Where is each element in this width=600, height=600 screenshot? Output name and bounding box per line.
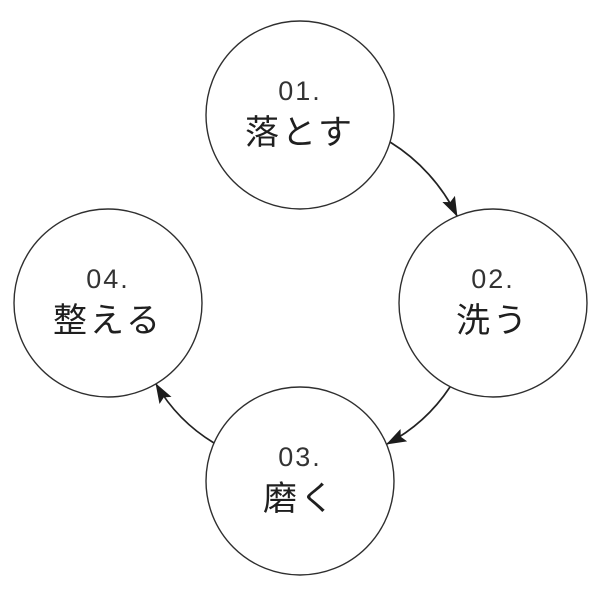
step-4-circle <box>13 208 203 398</box>
step-node-4: 04. 整える <box>13 208 203 398</box>
step-2-label: 洗う <box>456 302 530 340</box>
step-node-1: 01. 落とす <box>205 20 395 210</box>
arrow-step1-to-step2 <box>389 141 458 217</box>
step-2-number: 02. <box>471 264 515 294</box>
step-node-3: 03. 磨く <box>205 386 395 576</box>
step-1-number: 01. <box>278 76 322 106</box>
arrow-step3-to-step4 <box>155 383 215 444</box>
step-3-number: 03. <box>278 442 322 472</box>
step-3-label: 磨く <box>263 480 337 518</box>
step-1-label: 落とす <box>245 114 355 152</box>
arrow-step2-to-step3 <box>386 386 451 445</box>
step-4-label: 整える <box>53 302 163 340</box>
step-2-circle <box>398 208 588 398</box>
step-3-circle <box>205 386 395 576</box>
step-1-circle <box>205 20 395 210</box>
step-4-number: 04. <box>86 264 130 294</box>
step-node-2: 02. 洗う <box>398 208 588 398</box>
